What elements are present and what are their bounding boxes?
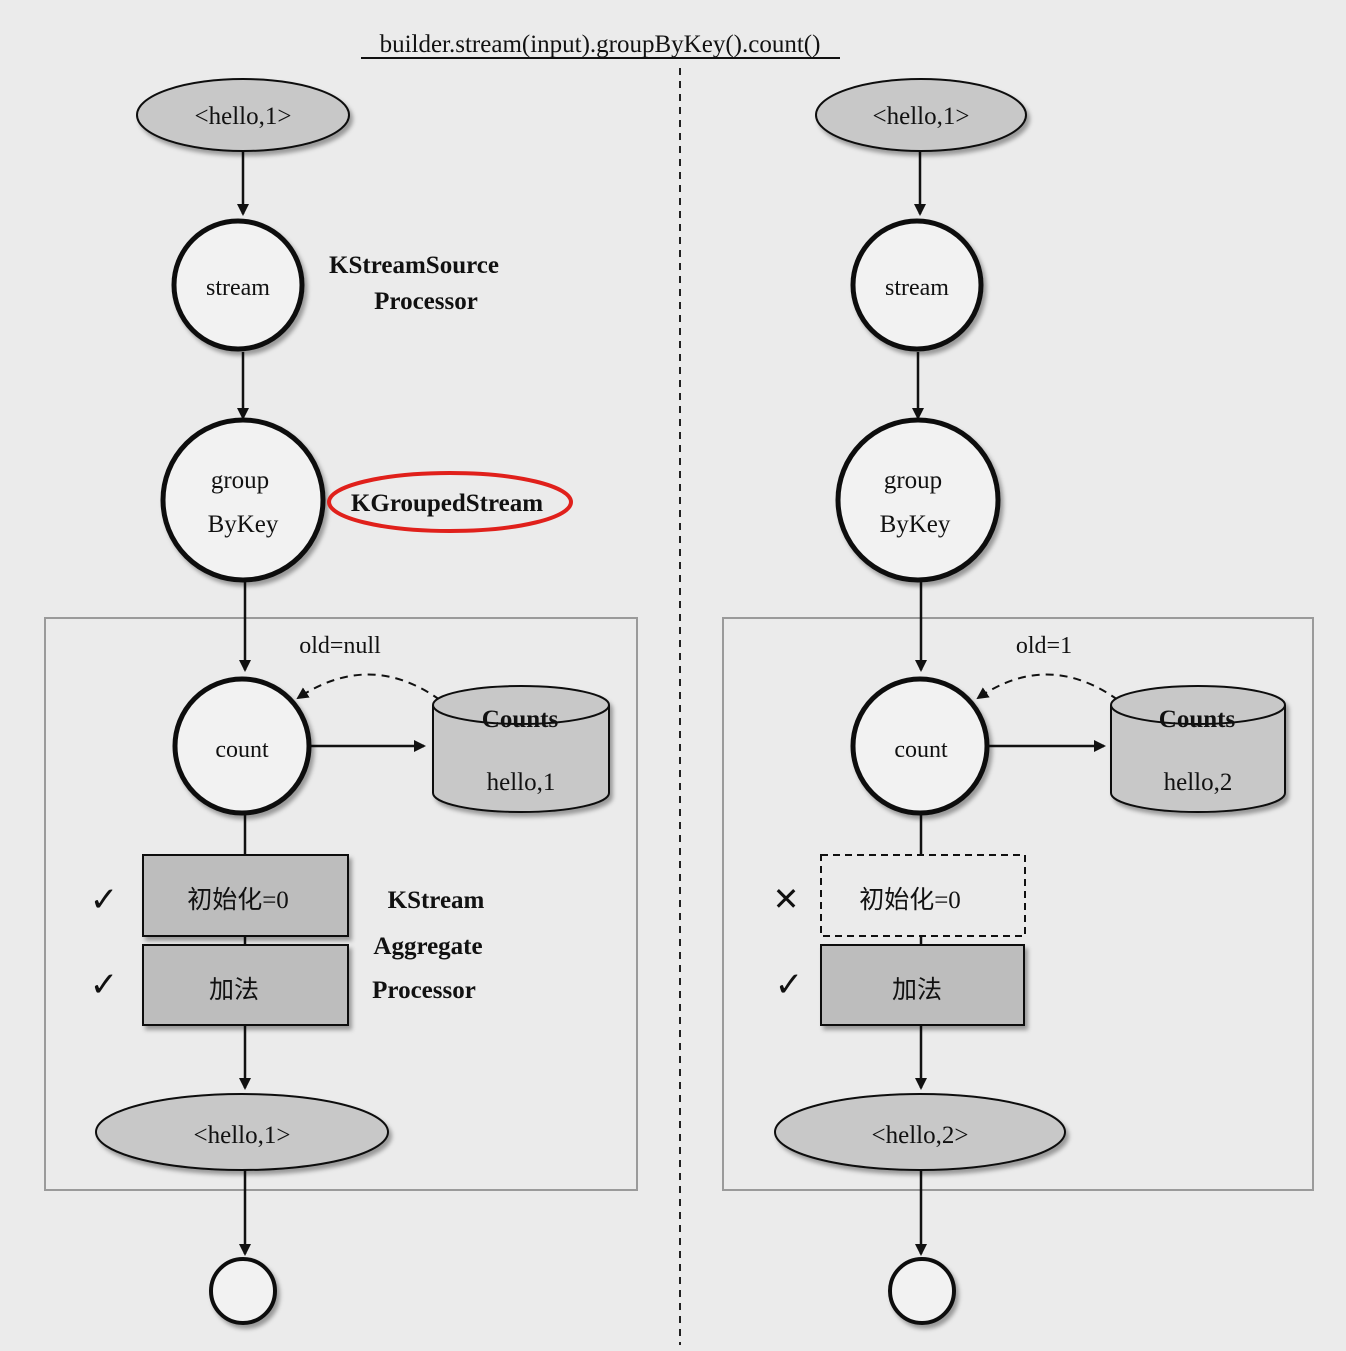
left-input-record-label: <hello,1> [195, 103, 292, 130]
right-input-record-label: <hello,1> [873, 103, 970, 130]
left-groupbykey-line1: group [211, 467, 269, 494]
right-add-step-label: 加法 [892, 976, 942, 1004]
left-sink-node [209, 1257, 277, 1325]
left-counts-store-value: hello,1 [487, 769, 556, 796]
right-count-node [850, 676, 990, 816]
left-old-value: old=null [299, 633, 381, 659]
right-flow: <hello,1> stream group ByKey old=1 count… [773, 78, 1286, 1325]
right-groupbykey-line2: ByKey [880, 511, 951, 538]
left-output-record-label: <hello,1> [194, 1122, 291, 1149]
left-counts-store [432, 685, 610, 813]
left-stream-node-label: stream [206, 275, 270, 301]
aggregate-processor-line2: Aggregate [373, 933, 482, 960]
right-add-step [820, 944, 1025, 1026]
kgroupedstream-label: KGroupedStream [351, 490, 543, 517]
left-init-check-icon: ✓ [90, 880, 119, 920]
right-init-cross-icon: ✕ [773, 880, 800, 918]
right-input-record [815, 78, 1027, 152]
right-output-record [774, 1093, 1066, 1171]
right-counts-store-name: Counts [1159, 706, 1236, 733]
aggregate-processor-line1: KStream [388, 887, 485, 914]
right-init-step-label: 初始化=0 [859, 886, 961, 914]
left-add-step [142, 944, 349, 1026]
kgroupedstream-highlight [327, 471, 573, 533]
left-counts-store-name: Counts [482, 706, 559, 733]
left-groupbykey-node [160, 417, 326, 583]
source-processor-label-line1: KStreamSource [329, 252, 499, 279]
left-init-step [142, 854, 349, 937]
right-init-step-skipped [820, 854, 1026, 937]
right-counts-store [1110, 685, 1286, 813]
right-add-check-icon: ✓ [775, 965, 804, 1005]
left-add-step-label: 加法 [209, 976, 259, 1004]
left-init-step-label: 初始化=0 [187, 886, 289, 914]
left-count-node-label: count [215, 737, 269, 763]
right-groupbykey-line1: group [884, 467, 942, 494]
right-stream-node [850, 218, 984, 352]
right-counts-store-value: hello,2 [1164, 769, 1233, 796]
right-sink-node [888, 1257, 956, 1325]
left-stream-node [171, 218, 305, 352]
source-processor-label-line2: Processor [374, 288, 478, 315]
aggregate-processor-line3: Processor [372, 977, 476, 1004]
right-aggregate-frame [722, 617, 1314, 1191]
left-groupbykey-line2: ByKey [208, 511, 279, 538]
left-flow: <hello,1> stream KStreamSource Processor… [90, 78, 610, 1325]
left-count-node [172, 676, 312, 816]
diagram-title: builder.stream(input).groupByKey().count… [380, 31, 821, 58]
right-stream-node-label: stream [885, 275, 949, 301]
right-output-record-label: <hello,2> [872, 1122, 969, 1149]
right-count-node-label: count [894, 737, 948, 763]
right-groupbykey-node [835, 417, 1001, 583]
right-old-value: old=1 [1016, 633, 1072, 659]
left-add-check-icon: ✓ [90, 965, 119, 1005]
left-aggregate-frame [44, 617, 638, 1191]
left-output-record [95, 1093, 389, 1171]
left-input-record [136, 78, 350, 152]
